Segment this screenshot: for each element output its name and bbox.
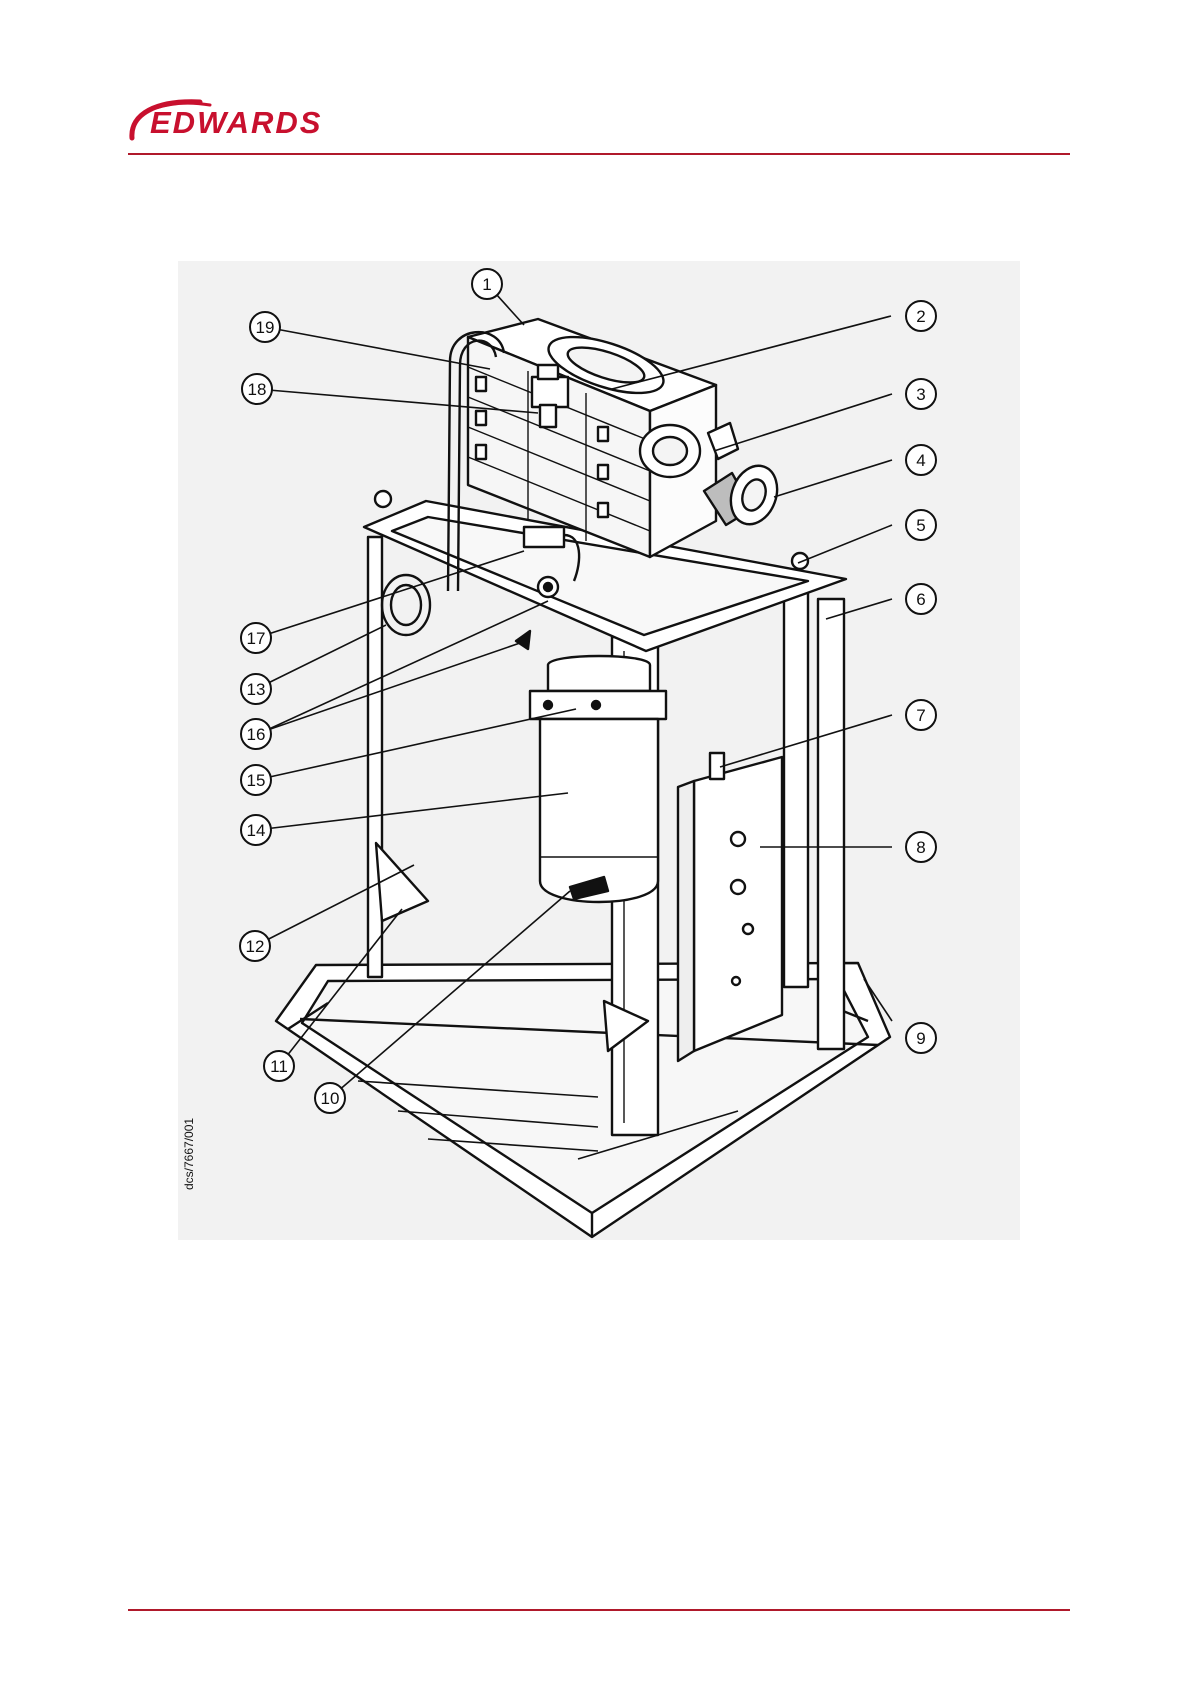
header-rule [128, 153, 1070, 155]
callout-label: 16 [247, 725, 266, 744]
pump-figure: 1 2 3 4 5 6 7 8 9 10 11 12 13 14 15 16 1… [178, 261, 1020, 1240]
figure-reference: dcs/7667/001 [182, 1118, 196, 1190]
callout-label: 19 [256, 318, 275, 337]
callout-label: 18 [248, 380, 267, 399]
brand-name: EDWARDS [150, 106, 322, 140]
callout-label: 9 [916, 1029, 925, 1048]
footer-rule [128, 1609, 1070, 1611]
callout-label: 15 [247, 771, 266, 790]
callout-label: 14 [247, 821, 266, 840]
callout-label: 1 [482, 275, 491, 294]
callout-label: 5 [916, 516, 925, 535]
callout-label: 8 [916, 838, 925, 857]
callout-label: 10 [321, 1089, 340, 1108]
edwards-logo: EDWARDS [126, 96, 396, 146]
callout-label: 6 [916, 590, 925, 609]
callout-label: 17 [247, 629, 266, 648]
callout-label: 12 [246, 937, 265, 956]
callout-label: 11 [270, 1057, 288, 1076]
callout-label: 13 [247, 680, 266, 699]
callout-label: 4 [916, 451, 925, 470]
callout-label: 7 [916, 706, 925, 725]
callout-label: 2 [916, 307, 925, 326]
callout-label: 3 [916, 385, 925, 404]
